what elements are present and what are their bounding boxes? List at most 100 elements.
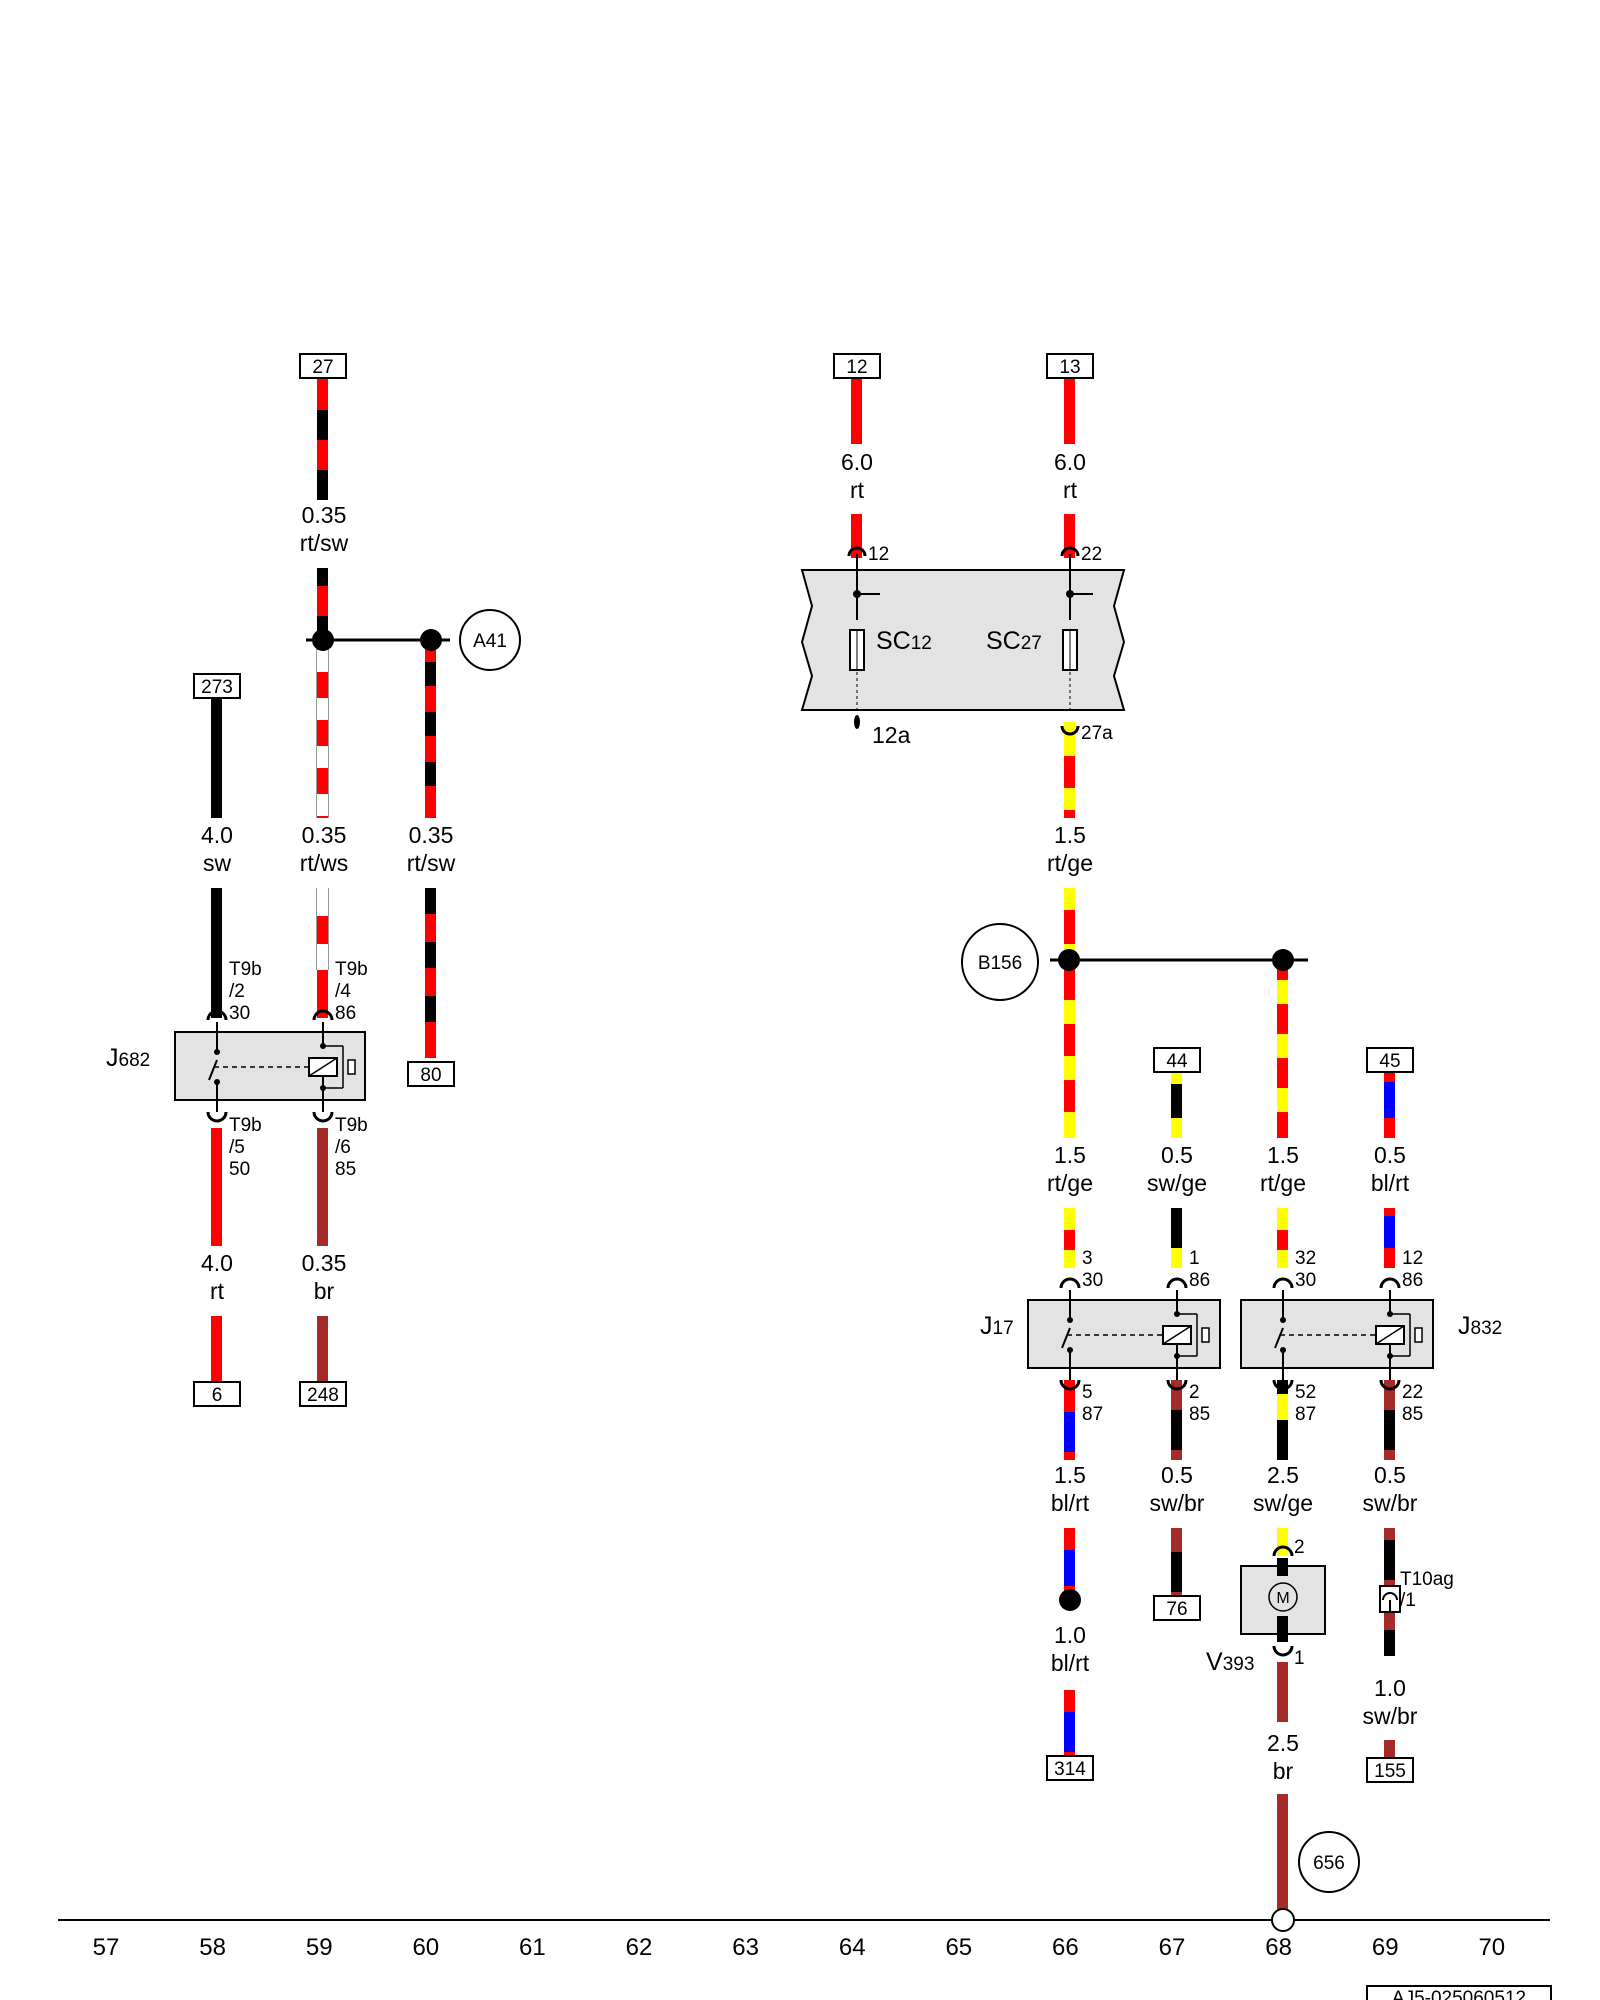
wire-color: br (314, 1278, 335, 1304)
pin-label: 32 (1295, 1248, 1316, 1269)
pin-label: /1 (1400, 1590, 1416, 1611)
wire-color: bl/rt (1051, 1650, 1090, 1676)
svg-text:12: 12 (846, 357, 867, 378)
wire-68-br[interactable] (1277, 1662, 1288, 1910)
wire-58-sw-lower[interactable] (211, 888, 222, 1018)
relay-j17[interactable]: J17 3 30 1 86 5 87 2 85 (980, 1248, 1221, 1425)
wire-size: 1.5 (1054, 822, 1086, 848)
terminal-13[interactable]: 13 (1046, 353, 1094, 379)
svg-text:314: 314 (1054, 1759, 1086, 1780)
ground-bar (58, 1908, 1550, 1932)
terminal-155[interactable]: 155 (1366, 1757, 1414, 1783)
column-number: 59 (306, 1934, 333, 1961)
terminal-12[interactable]: 12 (833, 353, 881, 379)
node-656-label: 656 (1313, 1853, 1345, 1874)
wire-59-rt-sw-top[interactable] (317, 378, 328, 636)
wire-labels: 0.35 rt/sw 4.0 sw 0.35 rt/ws 0.35 rt/sw … (201, 449, 1418, 1784)
fuse-sc27[interactable] (1060, 546, 1093, 736)
figure-id-label: AJ5-025060512 (1392, 1988, 1526, 2000)
wire-67-sw-ge[interactable] (1171, 1072, 1182, 1268)
pin-label: 86 (1402, 1270, 1423, 1291)
column-number: 60 (412, 1934, 439, 1961)
wire-size: 6.0 (841, 449, 873, 475)
wire-68-sw-ge[interactable] (1277, 1380, 1288, 1556)
svg-text:155: 155 (1374, 1761, 1406, 1782)
wire-size: 1.0 (1374, 1675, 1406, 1701)
wire-color: rt/sw (300, 530, 349, 556)
wire-66-bl-rt-lower[interactable] (1064, 1690, 1075, 1768)
fuse-sc12[interactable] (847, 546, 880, 729)
wire-color: bl/rt (1371, 1170, 1410, 1196)
pin-label: 52 (1295, 1382, 1316, 1403)
wire-59-br-lower[interactable] (317, 1316, 328, 1386)
node-656[interactable]: 656 (1298, 1831, 1360, 1893)
ground-point (1271, 1908, 1295, 1932)
pin-label: T9b (229, 959, 262, 980)
column-number: 58 (199, 1934, 226, 1961)
wire-64-rt-mid[interactable] (851, 514, 862, 558)
terminals: 27 273 80 6 248 12 13 44 45 76 314 155 (193, 353, 1414, 1783)
wire-58-sw[interactable] (211, 698, 222, 818)
pin-label: 22 (1402, 1382, 1423, 1403)
wire-69-bl-rt[interactable] (1384, 1072, 1395, 1268)
node-a41[interactable]: A41 (459, 609, 521, 671)
wire-size: 4.0 (201, 822, 233, 848)
wire-60-rt-sw[interactable] (425, 640, 436, 1058)
terminal-314[interactable]: 314 (1046, 1755, 1094, 1781)
pin-label: 2 (1189, 1382, 1200, 1403)
wire-66-rt-mid[interactable] (1064, 514, 1075, 558)
wire-58-rt[interactable] (211, 1128, 222, 1246)
wire-66-bl-rt[interactable] (1064, 1380, 1075, 1600)
wire-color: sw/ge (1147, 1170, 1207, 1196)
motor-icon (1268, 1582, 1298, 1612)
wire-66-rt-top[interactable] (1064, 378, 1075, 444)
wire-69-sw-br[interactable] (1384, 1380, 1395, 1656)
wire-color: sw/ge (1253, 1490, 1313, 1516)
relay-j682[interactable]: J682 T9b /2 30 T9b /4 86 T9b /5 50 T9b /… (106, 959, 368, 1180)
node-b156[interactable]: B156 (961, 923, 1039, 1001)
pin-label: 85 (1402, 1404, 1423, 1425)
wire-size: 0.5 (1161, 1142, 1193, 1168)
motor-v393[interactable]: M V393 2 1 (1206, 1537, 1326, 1676)
wire-59-br[interactable] (317, 1128, 328, 1246)
terminal-76[interactable]: 76 (1153, 1595, 1201, 1621)
wire-59-rt-ws[interactable] (316, 640, 329, 1018)
column-number: 66 (1052, 1934, 1079, 1961)
splice-dot (1059, 1589, 1081, 1611)
relay-j832[interactable]: J832 32 30 12 86 52 87 22 85 (1240, 1248, 1502, 1425)
svg-text:76: 76 (1166, 1599, 1187, 1620)
wire-size: 1.5 (1054, 1142, 1086, 1168)
wire-size: 0.5 (1161, 1462, 1193, 1488)
wire-58-rt-lower[interactable] (211, 1316, 222, 1386)
wire-69-sw-br-lower[interactable] (1384, 1740, 1395, 1768)
terminal-27[interactable]: 27 (299, 353, 347, 379)
terminal-45[interactable]: 45 (1366, 1047, 1414, 1073)
pin-label: 1 (1189, 1248, 1200, 1269)
terminal-80[interactable]: 80 (407, 1061, 455, 1087)
fuse-box-sc[interactable]: SC12 SC27 12 22 12a 27a (800, 544, 1126, 748)
pin-label: 12 (1402, 1248, 1423, 1269)
terminal-6[interactable]: 6 (193, 1381, 241, 1407)
wire-color: br (1273, 1758, 1294, 1784)
connections (306, 629, 1308, 1611)
column-number: 65 (945, 1934, 972, 1961)
svg-text:248: 248 (307, 1385, 339, 1406)
wire-color: bl/rt (1051, 1490, 1090, 1516)
terminal-273[interactable]: 273 (193, 673, 241, 699)
column-number: 63 (732, 1934, 759, 1961)
svg-text:45: 45 (1379, 1051, 1400, 1072)
v393-label: V393 (1206, 1648, 1254, 1676)
pin-label: 87 (1295, 1404, 1316, 1425)
pin-label: 30 (229, 1003, 250, 1024)
pin-label: 86 (335, 1003, 356, 1024)
column-number: 69 (1372, 1934, 1399, 1961)
wire-67-sw-br[interactable] (1171, 1380, 1182, 1598)
pin-label: 5 (1082, 1382, 1093, 1403)
wire-64-rt-top[interactable] (851, 378, 862, 444)
wire-color: sw (203, 850, 232, 876)
connector-t10ag[interactable]: T10ag /1 (1379, 1569, 1454, 1613)
terminal-248[interactable]: 248 (299, 1381, 347, 1407)
terminal-44[interactable]: 44 (1153, 1047, 1201, 1073)
wire-68-rt-ge[interactable] (1277, 960, 1288, 1268)
